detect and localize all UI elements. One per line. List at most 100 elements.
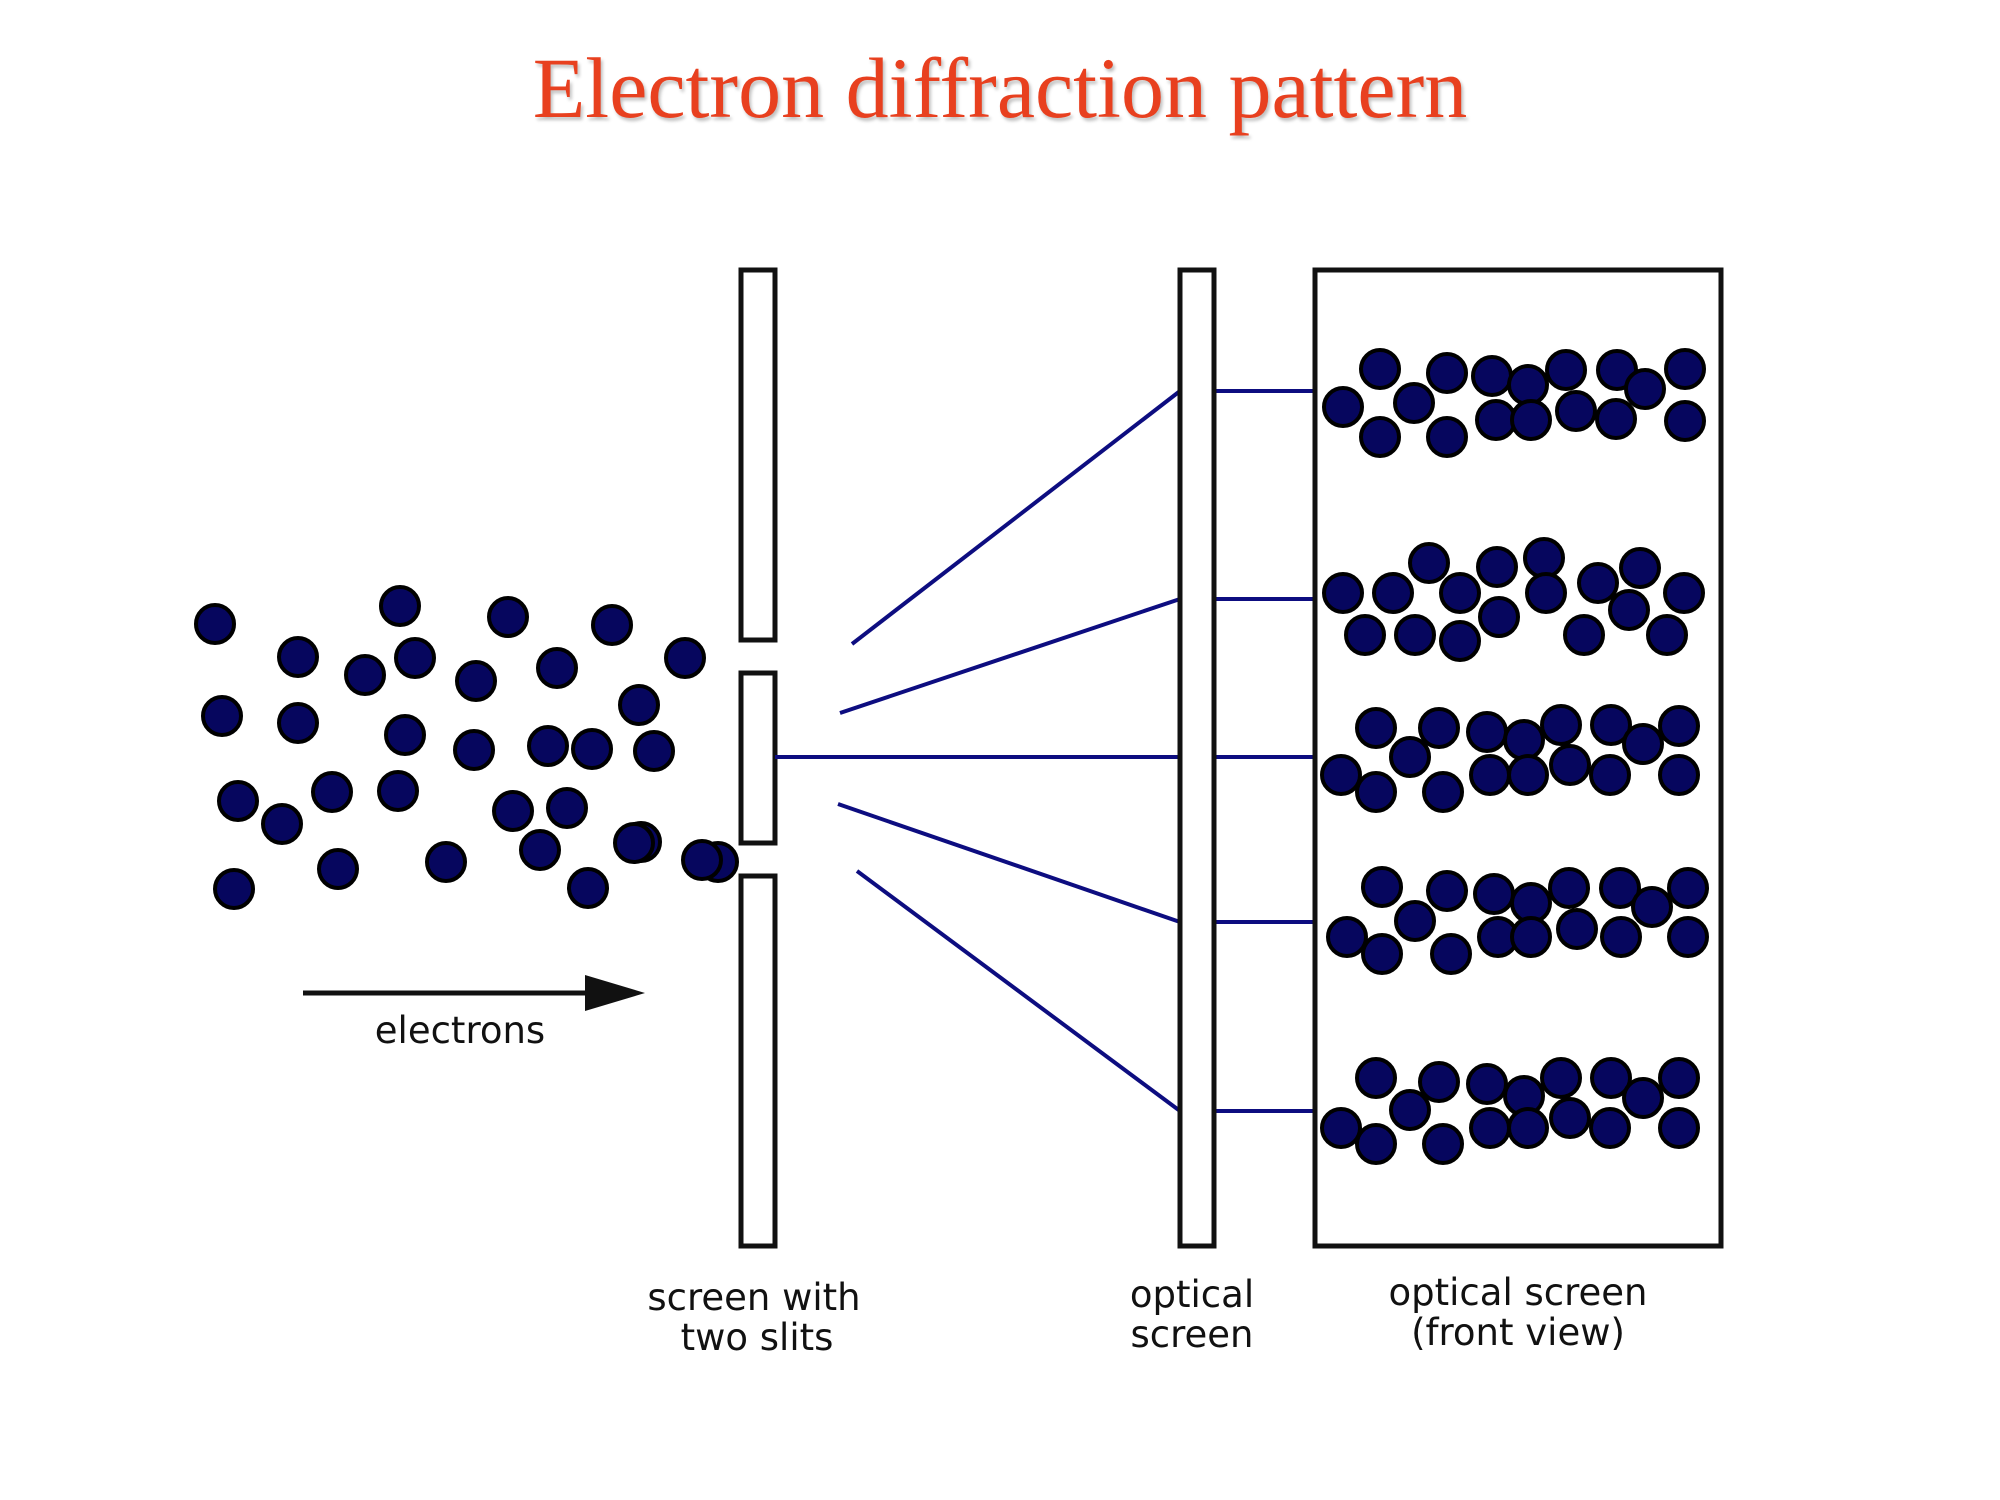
band-dot <box>1525 572 1567 614</box>
band-dot <box>1389 1089 1431 1131</box>
electron-dot <box>633 730 675 772</box>
band-dot <box>1320 754 1362 796</box>
band-dot <box>1439 620 1481 662</box>
band-dot <box>1507 1107 1549 1149</box>
ray-segment <box>855 869 1182 1113</box>
electron-dot <box>681 839 723 881</box>
band-dot <box>1595 398 1637 440</box>
electron-dot <box>664 637 706 679</box>
ray-segment <box>850 389 1182 646</box>
band-dot <box>1540 1057 1582 1099</box>
band-dot <box>1548 867 1590 909</box>
band-dot <box>1507 754 1549 796</box>
band-dot <box>1624 368 1666 410</box>
band-1 <box>1322 348 1706 458</box>
band-dot <box>1326 916 1368 958</box>
slit-screen-bottom-panel <box>738 873 778 1249</box>
band-dot <box>1426 870 1468 912</box>
band-dot <box>1430 933 1472 975</box>
band-dot <box>1658 1057 1700 1099</box>
band-dot <box>1344 614 1386 656</box>
band-dot <box>1426 352 1468 394</box>
band-dot <box>1439 572 1481 614</box>
band-dot <box>1361 866 1403 908</box>
band-dot <box>1322 386 1364 428</box>
band-dot <box>1549 744 1591 786</box>
electron-dot <box>546 787 588 829</box>
electron-dot <box>317 848 359 890</box>
band-dot <box>1393 382 1435 424</box>
electron-dot <box>591 604 633 646</box>
electron-dot <box>453 729 495 771</box>
electrons-label: electrons <box>375 1009 545 1052</box>
band-dot <box>1563 614 1605 656</box>
electron-dot <box>217 780 259 822</box>
electron-dot <box>618 684 660 726</box>
band-dot <box>1389 736 1431 778</box>
band-dot <box>1355 1123 1397 1165</box>
band-dot <box>1667 916 1709 958</box>
band-dot <box>1600 916 1642 958</box>
electron-dot <box>487 596 529 638</box>
band-dot <box>1408 542 1450 584</box>
direction-arrow <box>303 975 645 1011</box>
band-dot <box>1549 1097 1591 1139</box>
electron-dot <box>536 647 578 689</box>
band-dot <box>1478 596 1520 638</box>
band-dot <box>1372 572 1414 614</box>
band-dot <box>1418 1061 1460 1103</box>
ray-segment <box>839 597 1181 715</box>
band-dot <box>1577 562 1619 604</box>
band-dot <box>1646 614 1688 656</box>
band-dot <box>1422 1123 1464 1165</box>
band-dot <box>1667 867 1709 909</box>
band-dot <box>1475 399 1517 441</box>
band-dot <box>1658 1107 1700 1149</box>
slit-screen-label-line2: two slits <box>681 1316 834 1359</box>
electron-dot <box>377 770 419 812</box>
band-dot <box>1510 399 1552 441</box>
band-dot <box>1466 711 1508 753</box>
optical-screen-label-line1: optical <box>1130 1273 1254 1316</box>
interference-bands <box>1320 348 1709 1165</box>
band-dot <box>1359 348 1401 390</box>
band-dot <box>1322 572 1364 614</box>
band-dot <box>1589 754 1631 796</box>
band-dot <box>1355 1057 1397 1099</box>
band-dot <box>1619 547 1661 589</box>
band-dot <box>1355 707 1397 749</box>
electron-dot <box>384 714 426 756</box>
band-dot <box>1556 908 1598 950</box>
front-view-label-line1: optical screen <box>1389 1271 1648 1314</box>
slit-screen-top-panel <box>738 267 778 643</box>
band-dot <box>1355 771 1397 813</box>
band-dot <box>1540 704 1582 746</box>
incoming-electrons <box>194 585 739 910</box>
band-dot <box>1471 355 1513 397</box>
electron-dot <box>394 637 436 679</box>
electron-dot <box>571 728 613 770</box>
band-dot <box>1359 416 1401 458</box>
band-dot <box>1469 754 1511 796</box>
band-dot <box>1320 1107 1362 1149</box>
band-dot <box>1473 873 1515 915</box>
band-dot <box>1426 416 1468 458</box>
electron-dot <box>201 695 243 737</box>
band-dot <box>1622 723 1664 765</box>
slit-screen <box>738 267 778 1249</box>
band-4 <box>1326 866 1709 975</box>
band-dot <box>1658 705 1700 747</box>
electron-dot <box>277 636 319 678</box>
electron-dot <box>379 585 421 627</box>
band-2 <box>1322 537 1705 662</box>
band-dot <box>1545 349 1587 391</box>
band-dot <box>1469 1107 1511 1149</box>
ray-segment <box>837 802 1181 924</box>
band-dot <box>1590 1057 1632 1099</box>
electron-dot <box>213 868 255 910</box>
electron-dot <box>277 702 319 744</box>
band-dot <box>1589 1107 1631 1149</box>
band-dot <box>1664 348 1706 390</box>
band-5 <box>1320 1057 1700 1165</box>
